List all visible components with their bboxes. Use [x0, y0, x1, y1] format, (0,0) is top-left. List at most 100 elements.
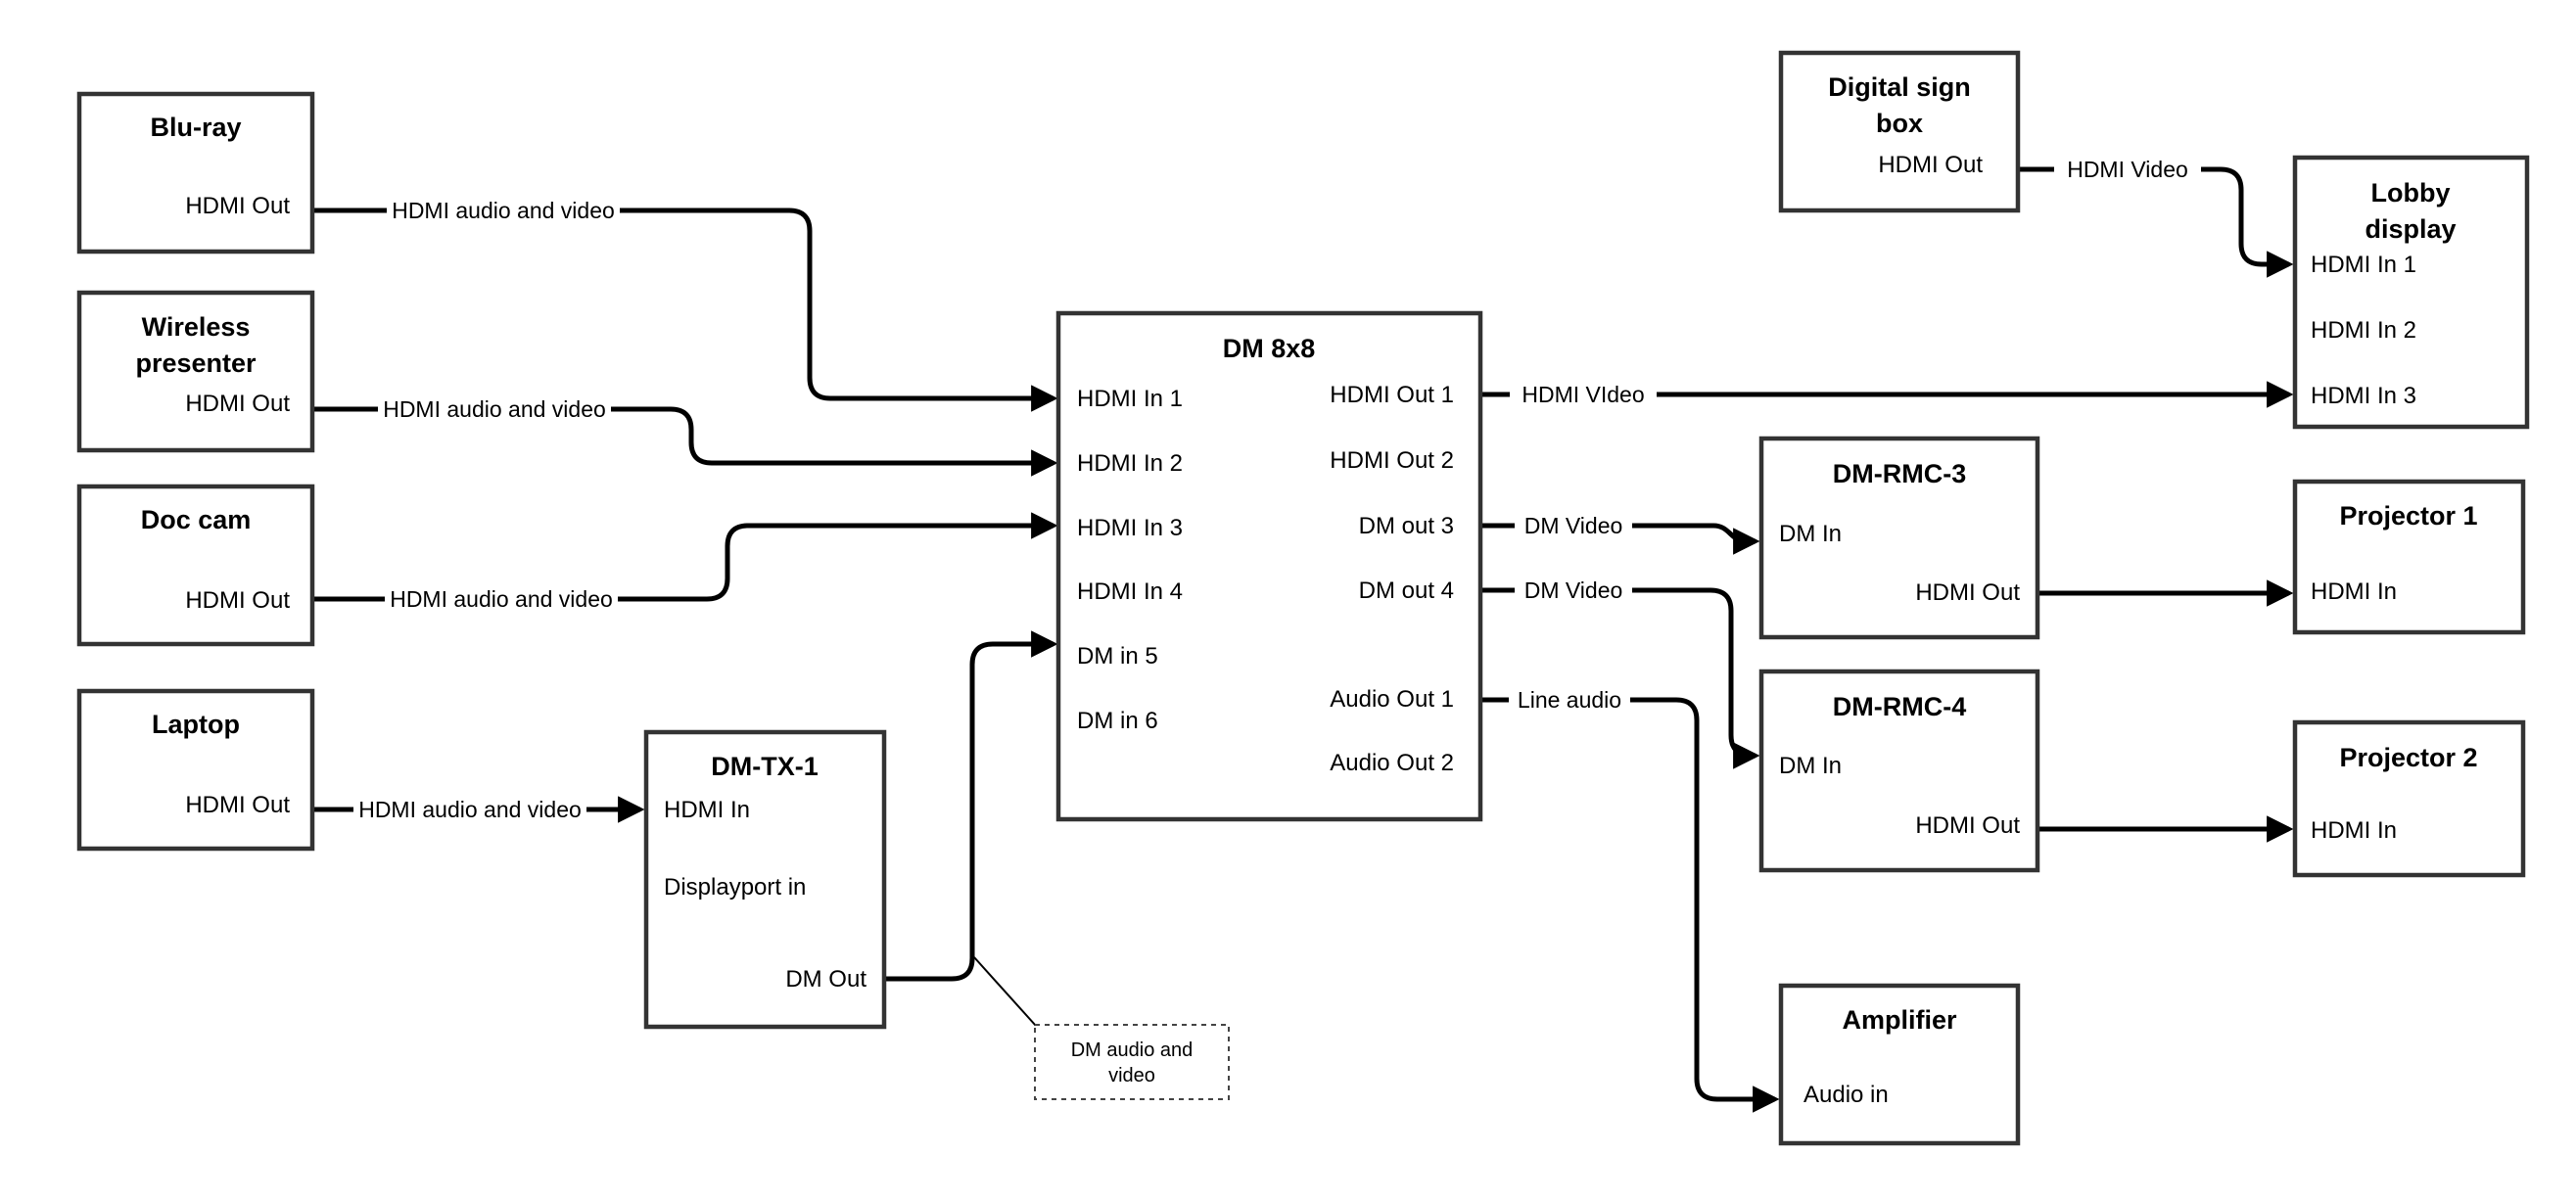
node-projector-2: Projector 2 HDMI In [2292, 719, 2526, 878]
port-wireless-hdmi-out: HDMI Out [185, 391, 290, 417]
node-lobby-display: Lobby display HDMI In 1 HDMI In 2 HDMI I… [2292, 155, 2530, 430]
node-dm-rmc-4: DM-RMC-4 DM In HDMI Out [1758, 669, 2040, 873]
node-laptop-box [76, 688, 315, 852]
node-rmc3-title: DM-RMC-3 [1833, 459, 1966, 488]
node-laptop: Laptop HDMI Out [76, 688, 315, 852]
node-dm-rmc-3: DM-RMC-3 DM In HDMI Out [1758, 436, 2040, 640]
edge-label-bg [387, 195, 620, 226]
port-sign-hdmi-out: HDMI Out [1878, 152, 1983, 178]
node-projector2-title: Projector 2 [2339, 743, 2477, 772]
node-rmc4-title: DM-RMC-4 [1833, 692, 1966, 721]
port-dm8x8-hdmi-in-4: HDMI In 4 [1077, 578, 1183, 605]
node-dm-8x8: DM 8x8 HDMI In 1 HDMI In 2 HDMI In 3 HDM… [1055, 310, 1483, 822]
edge-label-hdmi-video-out1: HDMI VIdeo [1522, 382, 1644, 407]
port-dm8x8-audio-out-2: Audio Out 2 [1330, 750, 1454, 776]
port-projector2-hdmi-in: HDMI In [2311, 817, 2397, 844]
port-dm8x8-dm-in-5: DM in 5 [1077, 643, 1158, 670]
node-wireless-title-line1: Wireless [142, 312, 251, 342]
port-dm8x8-hdmi-out-1: HDMI Out 1 [1330, 382, 1454, 408]
port-doccam-hdmi-out: HDMI Out [185, 587, 290, 614]
port-dm8x8-dm-out-3: DM out 3 [1359, 513, 1454, 539]
edge-label-bluray: HDMI audio and video [392, 198, 615, 223]
edge-label-bg [378, 393, 611, 425]
node-rmc3-box [1758, 436, 2040, 640]
edge-labels: HDMI audio and video HDMI audio and vide… [353, 154, 2201, 825]
port-dmtx1-hdmi-in: HDMI In [664, 797, 750, 823]
port-projector1-hdmi-in: HDMI In [2311, 578, 2397, 605]
edge-label-bg [1510, 379, 1657, 410]
edge-dmout3-to-rmc3 [1480, 523, 1760, 555]
port-lobby-hdmi-in-2: HDMI In 2 [2311, 317, 2416, 344]
edge-label-dm-video-4: DM Video [1524, 577, 1623, 603]
edge-doccam-to-dm8x8 [312, 512, 1058, 602]
port-rmc3-dm-in: DM In [1779, 521, 1842, 547]
edge-label-doccam: HDMI audio and video [390, 586, 613, 612]
port-dm8x8-audio-out-1: Audio Out 1 [1330, 686, 1454, 713]
edge-label-bg [1515, 575, 1632, 606]
edge-label-bg [385, 583, 618, 615]
port-rmc3-hdmi-out: HDMI Out [1915, 579, 2020, 606]
port-dmtx1-displayport-in: Displayport in [664, 874, 806, 901]
node-lobby-box [2292, 155, 2530, 430]
annotation-note: DM audio and video [1034, 1024, 1230, 1100]
node-dm-tx-1: DM-TX-1 HDMI In Displayport in DM Out [643, 729, 887, 1030]
edge-label-bg [1509, 684, 1630, 716]
node-projector1-box [2292, 479, 2526, 635]
node-digital-sign-box: Digital sign box HDMI Out [1778, 50, 2021, 213]
edge-audioout1-to-amplifier [1480, 697, 1780, 1113]
edge-label-bg [353, 794, 586, 825]
note-leader-line [973, 956, 1037, 1027]
edge-label-line-audio: Line audio [1518, 687, 1621, 713]
node-amplifier-box [1778, 983, 2021, 1146]
port-lobby-hdmi-in-1: HDMI In 1 [2311, 252, 2416, 278]
edge-label-dm-video-3: DM Video [1524, 513, 1623, 538]
node-laptop-title: Laptop [152, 710, 240, 739]
node-projector1-title: Projector 1 [2339, 501, 2477, 531]
node-dm8x8-box [1055, 310, 1483, 822]
port-rmc4-dm-in: DM In [1779, 753, 1842, 779]
node-doc-cam: Doc cam HDMI Out [76, 484, 315, 647]
node-wireless-title-line2: presenter [135, 348, 257, 378]
port-dm8x8-hdmi-in-1: HDMI In 1 [1077, 386, 1183, 412]
port-dmtx1-dm-out: DM Out [785, 966, 866, 993]
edge-dmout4-to-rmc4 [1480, 587, 1760, 769]
node-amplifier-title: Amplifier [1842, 1005, 1957, 1035]
edge-label-bg [1515, 510, 1632, 541]
edge-wireless-to-dm8x8 [312, 406, 1058, 477]
node-wireless-presenter: Wireless presenter HDMI Out [76, 290, 315, 453]
node-rmc4-box [1758, 669, 2040, 873]
node-bluray-title: Blu-ray [150, 113, 241, 142]
node-sign-title-line1: Digital sign [1828, 72, 1971, 102]
edge-label-hdmi-video-sign: HDMI Video [2067, 157, 2188, 182]
edge-sign-to-lobby [2018, 166, 2294, 278]
edge-bluray-to-dm8x8 [312, 208, 1058, 412]
port-laptop-hdmi-out: HDMI Out [185, 792, 290, 818]
node-sign-title-line2: box [1876, 109, 1923, 138]
note-text-line1: DM audio and [1071, 1039, 1194, 1061]
edge-label-wireless: HDMI audio and video [383, 396, 606, 422]
port-bluray-hdmi-out: HDMI Out [185, 193, 290, 219]
port-rmc4-hdmi-out: HDMI Out [1915, 812, 2020, 839]
node-dm8x8-title: DM 8x8 [1223, 334, 1316, 363]
note-text-line2: video [1108, 1065, 1155, 1086]
port-dm8x8-hdmi-in-2: HDMI In 2 [1077, 450, 1183, 477]
node-wireless-box [76, 290, 315, 453]
node-projector2-box [2292, 719, 2526, 878]
port-dm8x8-hdmi-in-3: HDMI In 3 [1077, 515, 1183, 541]
edge-label-bg [2054, 154, 2201, 185]
node-sign-box [1778, 50, 2021, 213]
port-amplifier-audio-in: Audio in [1803, 1082, 1889, 1108]
node-bluray: Blu-ray HDMI Out [76, 91, 315, 254]
port-lobby-hdmi-in-3: HDMI In 3 [2311, 383, 2416, 409]
node-dmtx1-box [643, 729, 887, 1030]
port-dm8x8-dm-in-6: DM in 6 [1077, 708, 1158, 734]
node-amplifier: Amplifier Audio in [1778, 983, 2021, 1146]
node-bluray-box [76, 91, 315, 254]
node-lobby-title-line2: display [2365, 214, 2456, 244]
node-dmtx1-title: DM-TX-1 [711, 752, 819, 781]
node-doccam-title: Doc cam [141, 505, 252, 534]
node-lobby-title-line1: Lobby [2371, 178, 2451, 208]
note-box [1034, 1024, 1230, 1100]
port-dm8x8-hdmi-out-2: HDMI Out 2 [1330, 447, 1454, 474]
